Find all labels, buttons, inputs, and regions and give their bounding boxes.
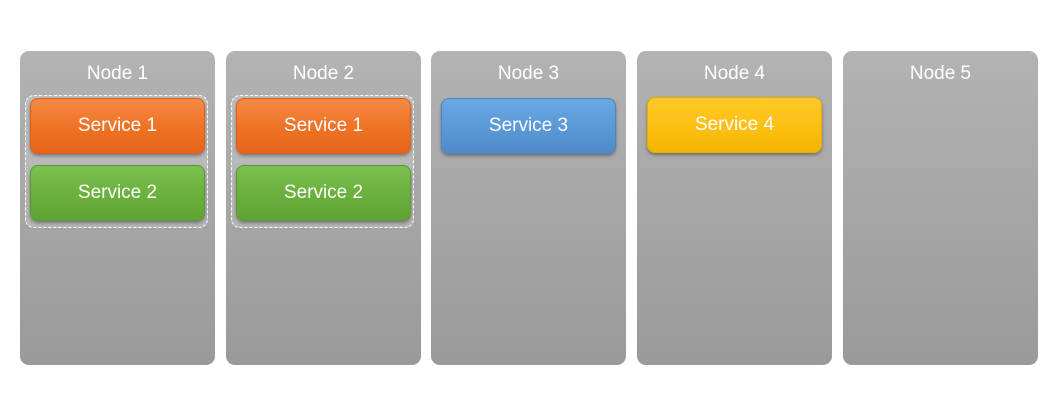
service-label: Service 1 [283,115,364,136]
service-1-box: Service 1 [236,98,411,154]
node-title: Node 2 [292,63,355,84]
service-4-box: Service 4 [647,97,822,153]
node-title: Node 4 [703,63,766,84]
service-3-box: Service 3 [441,98,616,154]
service-label: Service 4 [694,114,775,135]
service-label: Service 2 [77,182,158,203]
service-label: Service 2 [283,182,364,203]
service-label: Service 3 [488,115,569,136]
node-1: Node 1 Service 1 Service 2 [20,51,215,365]
node-title: Node 3 [497,63,560,84]
service-1-box: Service 1 [30,98,205,154]
service-2-box: Service 2 [236,165,411,221]
node-3: Node 3 Service 3 [431,51,626,365]
node-title: Node 5 [909,63,972,84]
node-4: Node 4 Service 4 [637,51,832,365]
service-label: Service 1 [77,115,158,136]
node-2: Node 2 Service 1 Service 2 [226,51,421,365]
node-title: Node 1 [86,63,149,84]
node-5: Node 5 [843,51,1038,365]
service-2-box: Service 2 [30,165,205,221]
